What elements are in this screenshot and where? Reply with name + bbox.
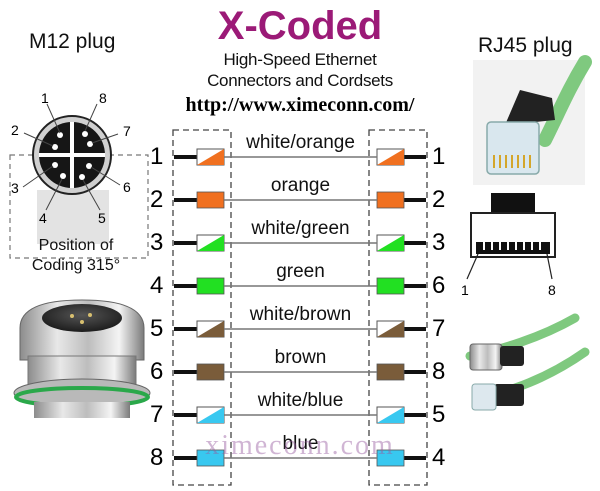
- m12-leader-lines: [22, 103, 121, 211]
- rj45-contacts: [493, 155, 531, 168]
- left-pin-number: 6: [150, 358, 164, 385]
- left-wire-block-stripe: [197, 149, 224, 165]
- rj45-contact-gaps: [483, 242, 541, 250]
- m12-socket-pin: [80, 320, 84, 324]
- wire-color-label: green: [276, 261, 325, 282]
- left-wire-block-stripe: [197, 321, 224, 337]
- watermark: ximeconn.com: [205, 430, 395, 461]
- m12-pin-number: 3: [11, 180, 19, 196]
- rj45-plug-label: RJ45 plug: [478, 34, 573, 57]
- left-pin-number: 3: [150, 229, 164, 256]
- rj45-boot: [505, 90, 555, 125]
- rj45-tab: [491, 193, 535, 215]
- left-wire-block: [196, 191, 225, 209]
- m12-socket-mouth: [42, 304, 122, 332]
- cordset-image: [465, 313, 590, 411]
- right-pin-number: 8: [432, 358, 446, 385]
- rj45-cable: [538, 55, 592, 147]
- wire-color-label: brown: [274, 347, 327, 368]
- website-url: http://www.ximeconn.com/: [185, 94, 415, 116]
- right-pin-number: 6: [432, 272, 446, 299]
- subtitle-line-1: High-Speed Ethernet: [223, 50, 377, 69]
- cordset-m12-grip: [500, 346, 524, 366]
- right-wire-block: [376, 191, 405, 209]
- cordset-m12-nut: [469, 343, 503, 371]
- subtitle-line-2: Connectors and Cordsets: [207, 71, 393, 90]
- wire-color-label: white/green: [251, 218, 350, 239]
- rj45-contact-block: [476, 242, 550, 254]
- cordset-rj45-boot: [494, 384, 524, 406]
- m12-contacts: [52, 131, 93, 180]
- m12-pin-number: 5: [98, 210, 106, 226]
- right-pin-number: 5: [432, 401, 446, 428]
- m12-plug-label: M12 plug: [29, 30, 116, 53]
- right-pin-number: 4: [432, 444, 446, 471]
- left-wire-block-stripe: [197, 407, 224, 423]
- m12-pin-number: 7: [123, 123, 131, 139]
- rj45-pin-number: 8: [548, 282, 556, 298]
- m12-socket-pin: [70, 314, 74, 318]
- left-wire-block: [196, 277, 225, 295]
- left-pin-number: 8: [150, 444, 164, 471]
- m12-contact: [52, 162, 58, 168]
- m12-cable-body: [37, 190, 109, 244]
- right-wire-block-stripe: [377, 407, 404, 423]
- wire-rows: [174, 148, 426, 467]
- coding-position-line-2: Coding 315°: [31, 257, 121, 274]
- left-pin-number: 5: [150, 315, 164, 342]
- left-pin-number: 7: [150, 401, 164, 428]
- m12-socket-image: [13, 299, 151, 418]
- wire-color-label: white/orange: [246, 132, 355, 153]
- m12-contact: [79, 174, 85, 180]
- right-wire-block: [376, 277, 405, 295]
- right-wire-block-stripe: [377, 149, 404, 165]
- cordset-rj45-head: [471, 383, 497, 411]
- m12-contact: [60, 173, 66, 179]
- m12-contact: [52, 144, 58, 150]
- m12-connector-face: [9, 103, 149, 259]
- m12-pin-number: 1: [41, 90, 49, 106]
- right-pin-number: 2: [432, 186, 446, 213]
- m12-socket-pin: [88, 313, 92, 317]
- m12-contact: [87, 141, 93, 147]
- left-wire-block: [196, 363, 225, 381]
- left-wire-block-stripe: [197, 235, 224, 251]
- m12-contact: [86, 163, 92, 169]
- rj45-leader-8: [546, 253, 553, 280]
- right-wire-block: [376, 363, 405, 381]
- m12-socket-bottom: [34, 402, 130, 418]
- left-pin-number: 2: [150, 186, 164, 213]
- coding-box: [9, 154, 149, 259]
- coding-position-line-1: Position of: [38, 237, 114, 254]
- left-pin-number: 1: [150, 143, 164, 170]
- m12-pin-number: 6: [123, 179, 131, 195]
- rj45-schematic: [466, 193, 556, 280]
- m12-contact: [57, 132, 63, 138]
- wire-color-label: orange: [270, 175, 331, 196]
- rj45-plug-image: [473, 55, 592, 185]
- left-pin-number: 4: [150, 272, 164, 299]
- m12-pin-number: 8: [99, 90, 107, 106]
- right-pin-number: 3: [432, 229, 446, 256]
- right-pin-number: 1: [432, 143, 446, 170]
- right-connector-box: [368, 129, 428, 486]
- m12-pin-number: 2: [11, 122, 19, 138]
- m12-contact: [82, 131, 88, 137]
- wire-color-label: white/brown: [249, 304, 352, 325]
- right-wire-block-stripe: [377, 235, 404, 251]
- right-wire-block-stripe: [377, 321, 404, 337]
- m12-pin-number: 4: [39, 210, 47, 226]
- wire-color-label: blue: [282, 433, 319, 454]
- left-connector-box: [172, 129, 232, 486]
- wire-color-label: white/blue: [257, 390, 344, 411]
- right-pin-number: 7: [432, 315, 446, 342]
- diagram-title: X-Coded: [217, 4, 383, 48]
- rj45-pin-number: 1: [461, 282, 469, 298]
- rj45-leader-1: [466, 253, 479, 280]
